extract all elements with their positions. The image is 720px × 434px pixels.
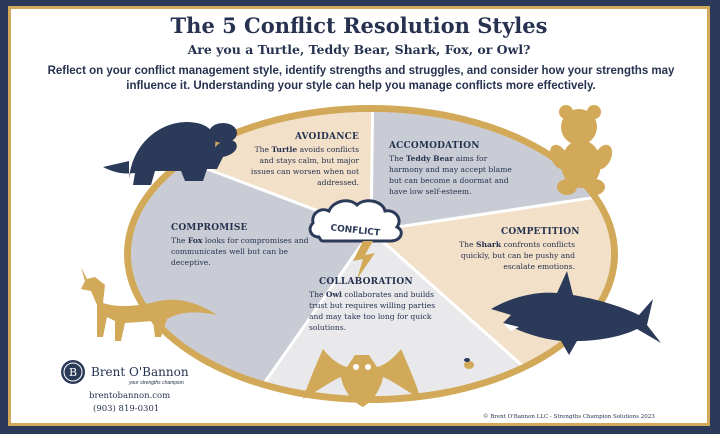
accomodation-animal: Teddy Bear bbox=[405, 154, 454, 163]
brand-phone: (903) 819-0301 bbox=[93, 404, 160, 414]
competition-animal: Shark bbox=[475, 240, 502, 249]
avoidance-pre: The bbox=[254, 145, 272, 154]
brand-logo-letter: B bbox=[69, 366, 77, 379]
competition-pre: The bbox=[459, 240, 476, 249]
shark-icon bbox=[491, 271, 661, 355]
collaboration-pre: The bbox=[309, 290, 326, 299]
turtle-icon bbox=[103, 121, 237, 185]
fox-icon bbox=[81, 267, 217, 341]
avoidance-description: The Turtle avoids conflicts and stays ca… bbox=[241, 144, 359, 188]
owl-icon bbox=[303, 349, 421, 407]
bee-icon bbox=[464, 358, 474, 369]
conflict-cloud-icon bbox=[308, 199, 403, 279]
collaboration-animal: Owl bbox=[325, 290, 342, 299]
collaboration-post: collaborates and builds trust but requir… bbox=[309, 290, 436, 332]
brand-website-link[interactable]: brentobannon.com bbox=[89, 391, 171, 401]
accomodation-description: The Teddy Bear aims for harmony and may … bbox=[389, 153, 519, 197]
brand-name: Brent O'Bannon bbox=[91, 365, 189, 379]
page-subtitle: Are you a Turtle, Teddy Bear, Shark, Fox… bbox=[187, 42, 531, 57]
competition-title: COMPETITION bbox=[501, 227, 580, 237]
compromise-post: looks for compromises and communicates w… bbox=[171, 236, 309, 267]
competition-post: confronts conflicts quickly, but can be … bbox=[460, 240, 575, 271]
copyright-notice: © Brent O'Bannon LLC - Strengths Champio… bbox=[483, 414, 655, 420]
compromise-title: COMPROMISE bbox=[171, 223, 248, 233]
brand-logo-icon bbox=[61, 360, 85, 384]
accomodation-pre: The bbox=[389, 154, 406, 163]
compromise-animal: Fox bbox=[187, 236, 203, 245]
infographic-card: The 5 Conflict Resolution Styles Are you… bbox=[8, 6, 710, 426]
avoidance-post: avoids conflicts and stays calm, but maj… bbox=[250, 145, 359, 187]
avoidance-animal: Turtle bbox=[271, 145, 298, 154]
compromise-pre: The bbox=[171, 236, 188, 245]
collaboration-title: COLLABORATION bbox=[319, 277, 413, 287]
page-title: The 5 Conflict Resolution Styles bbox=[170, 13, 548, 38]
competition-description: The Shark confronts conflicts quickly, b… bbox=[437, 239, 575, 272]
accomodation-title: ACCOMODATION bbox=[389, 141, 480, 151]
accomodation-post: aims for harmony and may accept blame bu… bbox=[389, 154, 512, 196]
brand-tagline: your strengths champion bbox=[129, 380, 184, 386]
collaboration-description: The Owl collaborates and builds trust bu… bbox=[309, 289, 439, 333]
compromise-description: The Fox looks for compromises and commun… bbox=[171, 235, 323, 268]
conflict-wheel: CONFLICT B bbox=[61, 105, 661, 407]
avoidance-title: AVOIDANCE bbox=[295, 132, 360, 142]
intro-text: Reflect on your conflict management styl… bbox=[47, 65, 675, 92]
teddy-bear-icon bbox=[549, 105, 613, 195]
divider-line bbox=[244, 230, 373, 396]
